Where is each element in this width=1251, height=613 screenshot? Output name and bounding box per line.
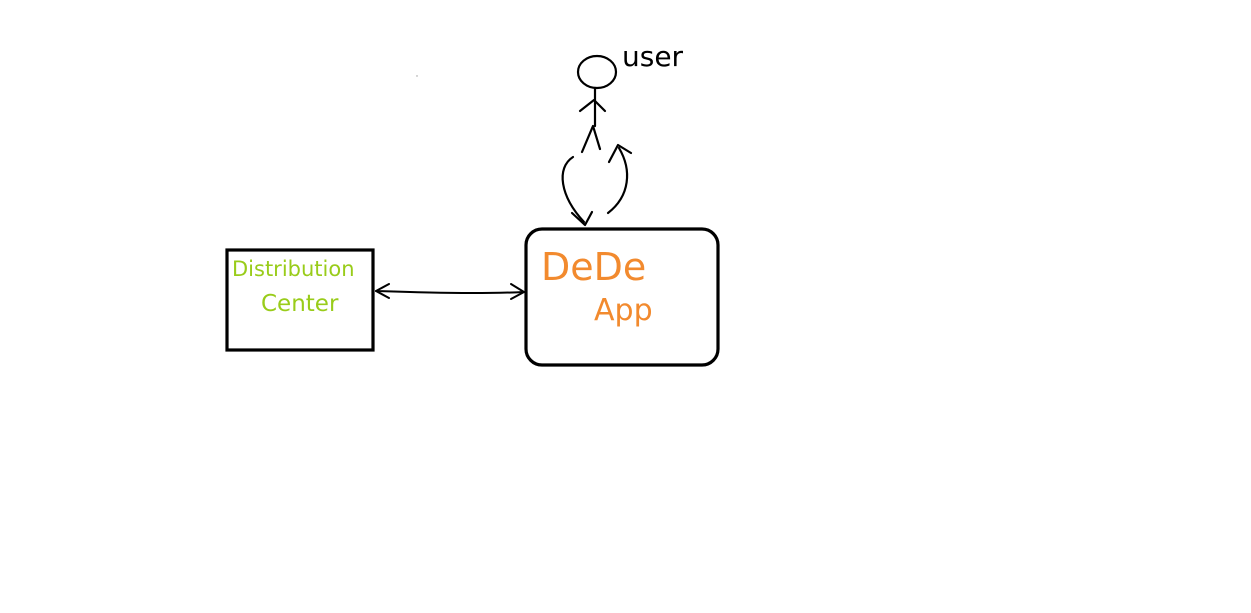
- dc-app-arrowhead-left: [375, 283, 390, 299]
- user-arms: [578, 98, 607, 113]
- user-head: [576, 54, 618, 90]
- dc-app-arrow-line: [375, 290, 525, 295]
- user-legs: [580, 124, 602, 154]
- dc-app-arrowhead-right: [510, 283, 525, 300]
- arrow-app-to-user: [606, 146, 629, 215]
- arrowhead-down: [570, 210, 594, 227]
- dede-app-box: [524, 227, 720, 367]
- dede-app-label-line1: DeDe: [541, 245, 646, 289]
- user-label: user: [622, 40, 684, 73]
- dede-app-label-line2: App: [594, 293, 653, 328]
- stray-dot: [416, 75, 418, 77]
- dc-app-arrow: [375, 283, 525, 300]
- distribution-center-box: [225, 248, 375, 352]
- user-stick-figure: [576, 54, 618, 154]
- arrow-user-to-app: [561, 155, 586, 224]
- user-app-arrows: [561, 143, 633, 227]
- arrowhead-up: [607, 143, 633, 164]
- distribution-center-label-line1: Distribution: [232, 257, 355, 281]
- distribution-center-label-line2: Center: [261, 291, 339, 317]
